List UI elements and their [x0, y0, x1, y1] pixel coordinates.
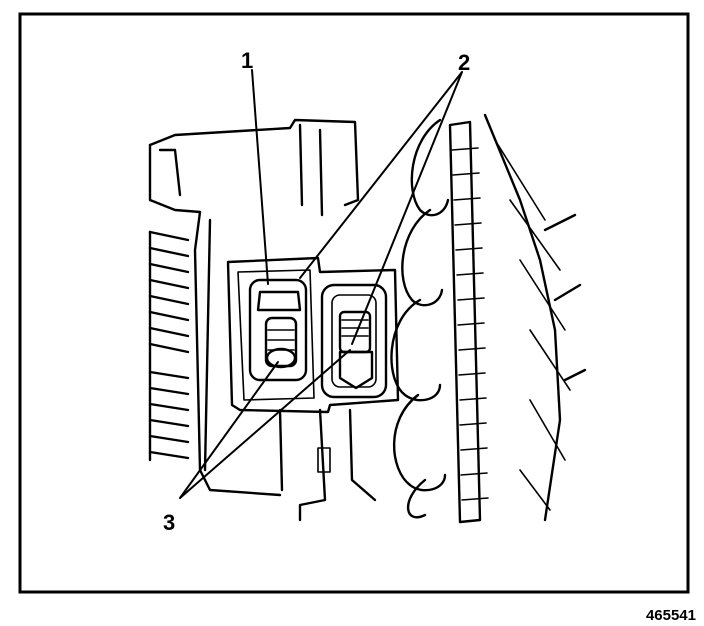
- callout-3: 3: [163, 510, 175, 535]
- leader-2a: [299, 71, 463, 279]
- callout-1: 1: [241, 48, 253, 73]
- callout-2: 2: [458, 50, 470, 75]
- alternator-drawing: [148, 113, 587, 524]
- cooling-fins-left: [148, 230, 190, 462]
- stator-segments: [390, 118, 450, 519]
- figure-id: 465541: [645, 607, 696, 624]
- leader-3a: [179, 361, 279, 499]
- connector-left: [248, 278, 308, 382]
- leader-lines: [179, 69, 463, 499]
- connector-right: [320, 283, 388, 399]
- rotor-slots: [448, 113, 587, 524]
- leader-1: [251, 69, 269, 285]
- leader-2b: [351, 71, 463, 345]
- figure-frame: [18, 12, 690, 594]
- leader-3b: [179, 349, 351, 499]
